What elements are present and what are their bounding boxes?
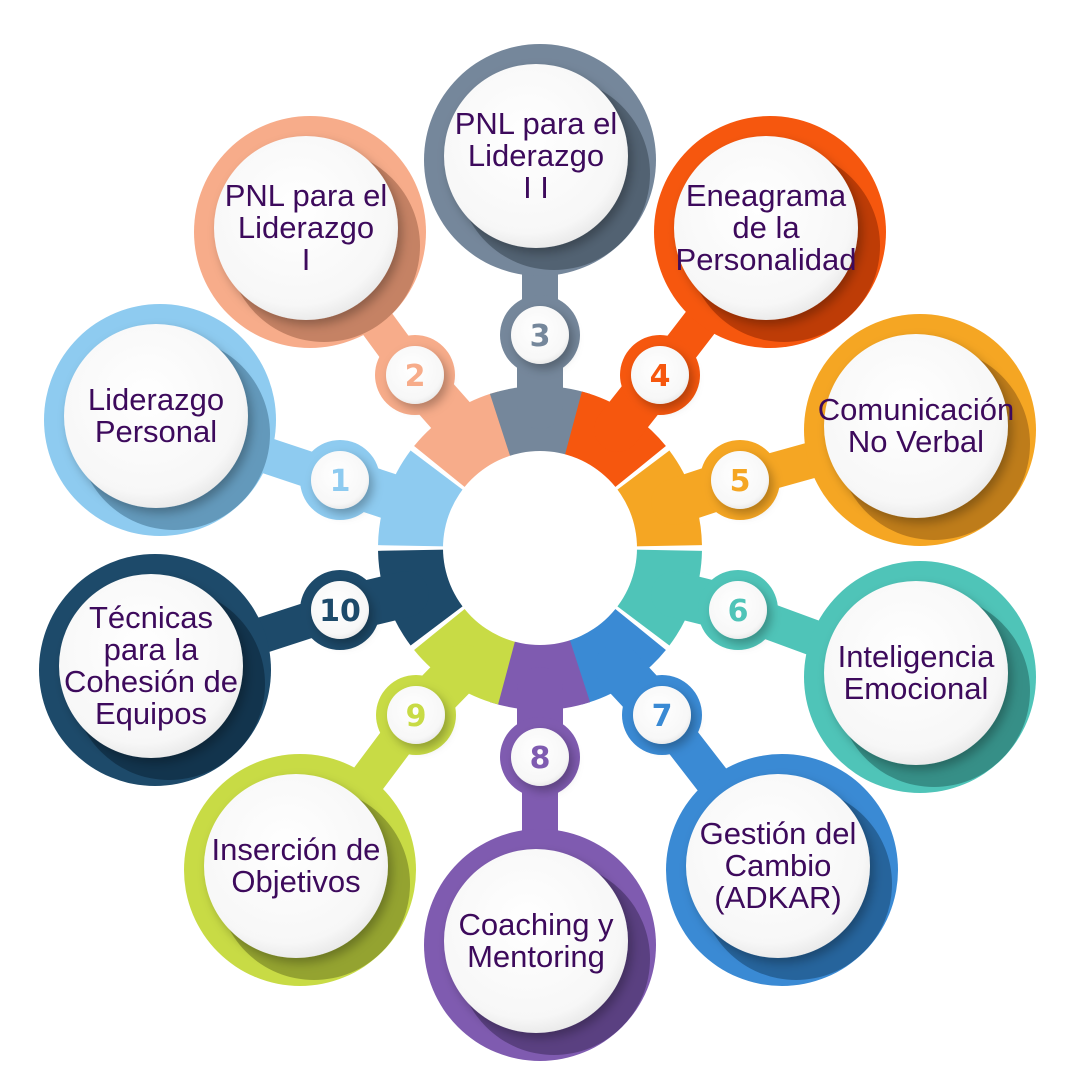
- bubble-disc: [824, 334, 1008, 518]
- number-disc: [511, 728, 569, 786]
- number-badge-9: 9: [387, 686, 445, 744]
- number-label: 1: [330, 464, 351, 499]
- topic-label-line: Personal: [95, 414, 217, 449]
- bubble-disc: [204, 774, 388, 958]
- number-label: 7: [652, 699, 673, 734]
- bubble-disc: [674, 136, 858, 320]
- topic-label-line: Liderazgo: [238, 210, 374, 245]
- topic-label-line: Personalidad: [676, 242, 857, 277]
- number-badge-3: 3: [511, 306, 569, 364]
- topic-label-line: PNL para el: [455, 106, 618, 141]
- number-label: 9: [406, 699, 427, 734]
- bubble-disc: [686, 774, 870, 958]
- number-badge-10: 10: [311, 581, 369, 639]
- number-disc: [386, 346, 444, 404]
- topic-label-line: Cohesión de: [64, 664, 238, 699]
- topic-label-line: (ADKAR): [714, 880, 841, 915]
- number-disc: [511, 306, 569, 364]
- topic-label-line: Liderazgo: [468, 138, 604, 173]
- number-badge-4: 4: [631, 346, 689, 404]
- topic-label-line: Inserción de: [212, 832, 381, 867]
- bubble-disc: [824, 581, 1008, 765]
- topic-label-line: Coaching y: [458, 907, 614, 942]
- topic-label-line: Cambio: [725, 848, 832, 883]
- number-badge-7: 7: [633, 686, 691, 744]
- number-badge-8: 8: [511, 728, 569, 786]
- center-disc: [443, 451, 637, 645]
- topic-label-line: Equipos: [95, 696, 207, 731]
- number-disc: [709, 581, 767, 639]
- bubble-disc: [214, 136, 398, 320]
- topic-label-line: Inteligencia: [838, 639, 996, 674]
- number-badge-6: 6: [709, 581, 767, 639]
- number-label: 2: [405, 359, 426, 394]
- topic-label-line: Comunicación: [818, 392, 1014, 427]
- number-disc: [633, 686, 691, 744]
- topic-label-line: Emocional: [844, 671, 989, 706]
- number-label: 5: [730, 464, 751, 499]
- number-disc: [711, 451, 769, 509]
- topic-label-line: Eneagrama: [686, 178, 847, 213]
- number-disc: [631, 346, 689, 404]
- number-badges: 1 2 3 4 5 6 7 8 9 10: [311, 306, 769, 786]
- topic-label-line: I I: [523, 170, 549, 205]
- number-badge-1: 1: [311, 451, 369, 509]
- bubble-disc: [444, 849, 628, 1033]
- topic-label-line: de la: [732, 210, 800, 245]
- number-label: 3: [530, 319, 551, 354]
- topic-label-line: Gestión del: [700, 816, 857, 851]
- topic-label-line: PNL para el: [225, 178, 388, 213]
- number-badge-2: 2: [386, 346, 444, 404]
- number-disc: [311, 451, 369, 509]
- bubble-disc: [444, 64, 628, 248]
- topic-label-line: para la: [104, 632, 200, 667]
- topic-label-line: No Verbal: [848, 424, 984, 459]
- number-label: 6: [728, 594, 749, 629]
- topic-label-line: I: [302, 242, 311, 277]
- topic-label-line: Mentoring: [467, 939, 605, 974]
- topic-label-line: Objetivos: [231, 864, 360, 899]
- bubble-disc: [64, 324, 248, 508]
- topic-label-line: Técnicas: [89, 600, 213, 635]
- bubble-disc: [59, 574, 243, 758]
- number-label: 10: [319, 594, 361, 629]
- number-disc: [387, 686, 445, 744]
- number-label: 8: [530, 741, 551, 776]
- number-badge-5: 5: [711, 451, 769, 509]
- number-disc: [311, 581, 369, 639]
- number-label: 4: [650, 359, 671, 394]
- topic-label-line: Liderazgo: [88, 382, 224, 417]
